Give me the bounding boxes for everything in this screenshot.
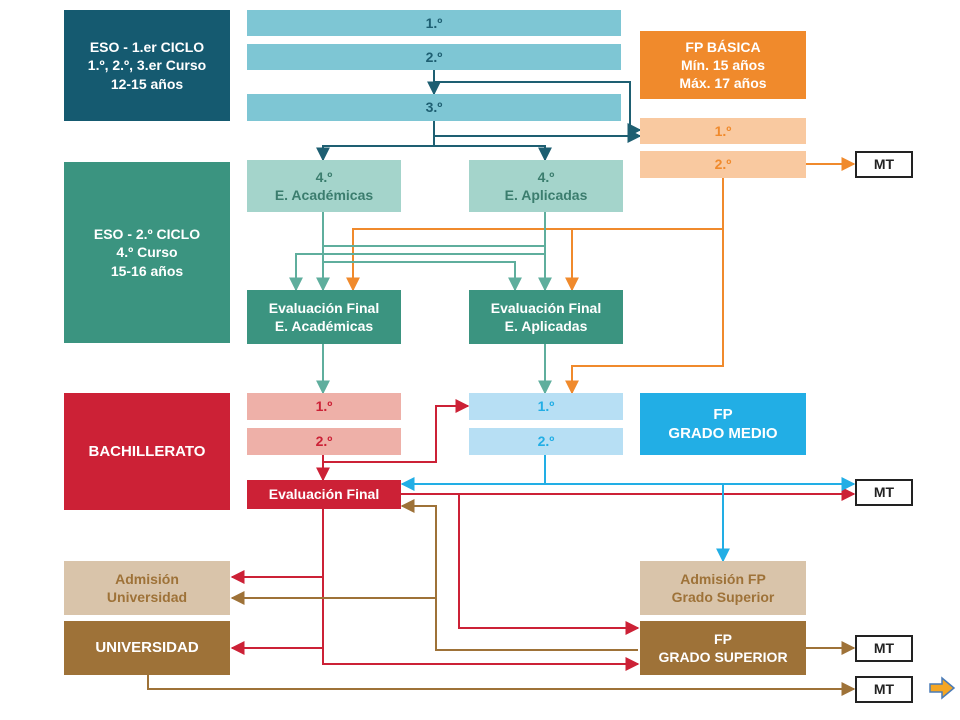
bachillerato-title: BACHILLERATO [88,442,206,460]
arrow-fpgm2-to-mt [544,455,856,491]
universidad-box: UNIVERSIDAD [64,621,230,675]
universidad-title: UNIVERSIDAD [95,639,199,657]
arrow-eso3-to-4acad [316,136,435,162]
mt-label: MT [873,640,895,657]
fp-grado-medio-year-1-box: 1.º [469,393,623,420]
arrow-4acad-cross [323,261,522,292]
mt-box-bachillerato: MT [855,479,913,506]
eso-year-3-box: 3.º [247,94,621,121]
fp-basica-year-2-box: 2.º [640,151,806,178]
arrow-bach2-to-fpgm1 [323,399,470,463]
bachillerato-year-1-box: 1.º [247,393,401,420]
arrow-bach-eval-to-adm-univ [230,509,324,584]
fp-basica-year-1-label: 1.º [714,122,732,139]
eso-first-cycle-box: ESO - 1.er CICLO 1.º, 2.º, 3.er Curso 12… [64,10,230,121]
eso-year-1-label: 1.º [425,14,443,31]
fp-basica-box: FP BÁSICA Mín. 15 años Máx. 17 años [640,31,806,99]
admision-universidad-line1: Admisión [115,570,179,587]
admision-fp-grado-superior-line1: Admisión FP [680,570,766,587]
fp-basica-title: FP BÁSICA [685,38,761,55]
arrow-bach-to-univ [230,577,324,655]
arrow-univ-to-mt [147,675,856,696]
eso-year-1-box: 1.º [247,10,621,36]
eval-final-academicas-box: Evaluación Final E. Académicas [247,290,401,344]
bachillerato-box: BACHILLERATO [64,393,230,510]
bachillerato-year-2-label: 2.º [315,433,333,450]
arrow-eso3-to-4apl [434,145,552,162]
eso-first-cycle-courses: 1.º, 2.º, 3.er Curso [87,57,207,74]
eval-final-aplicadas-title: Evaluación Final [490,299,602,316]
fp-grado-medio-year-2-box: 2.º [469,428,623,455]
arrow-fpb2-to-fpgm1 [565,229,724,395]
arrow-fpgs-to-adm-univ [400,499,638,651]
eso-4-aplicadas-label: E. Aplicadas [504,187,588,203]
eval-final-academicas-title: Evaluación Final [268,299,380,316]
arrow-right-icon[interactable] [928,676,956,700]
eval-final-aplicadas-label: E. Aplicadas [504,318,588,334]
bachillerato-year-1-label: 1.º [315,398,333,415]
mt-box-fp-basica: MT [855,151,913,178]
mt-box-fp-grado-superior: MT [855,635,913,662]
bachillerato-eval-final-box: Evaluación Final [247,480,401,509]
eso-4-academicas-year: 4.º [315,168,333,185]
bachillerato-eval-final-label: Evaluación Final [268,486,380,503]
fp-basica-year-1-box: 1.º [640,118,806,144]
fp-basica-year-2-label: 2.º [714,156,732,173]
eso-year-2-label: 2.º [425,48,443,65]
eso-4-academicas-box: 4.º E. Académicas [247,160,401,212]
eso-second-cycle-box: ESO - 2.º CICLO 4.º Curso 15-16 años [64,162,230,343]
eso-second-cycle-course: 4.º Curso [116,244,178,261]
admision-fp-grado-superior-line2: Grado Superior [671,589,775,605]
mt-box-universidad: MT [855,676,913,703]
bachillerato-year-2-box: 2.º [247,428,401,455]
fp-grado-superior-subtitle: GRADO SUPERIOR [658,649,788,665]
eval-final-aplicadas-box: Evaluación Final E. Aplicadas [469,290,623,344]
fp-basica-max-age: Máx. 17 años [679,75,767,92]
fp-grado-medio-year-2-label: 2.º [537,433,555,450]
admision-universidad-box: Admisión Universidad [64,561,230,615]
arrow-4apl-to-eval-acad [289,212,546,292]
admision-universidad-line2: Universidad [106,589,188,605]
fp-grado-medio-year-1-label: 1.º [537,398,555,415]
arrow-bach-eval-to-fpgs [458,494,640,635]
eso-4-aplicadas-year: 4.º [537,168,555,185]
fp-grado-medio-box: FP GRADO MEDIO [640,393,806,455]
mt-label: MT [873,484,895,501]
arrow-eso3-to-fpb1 [433,121,642,143]
eso-year-3-label: 3.º [425,99,443,116]
arrow-4acad-to-eval-apl [323,245,552,292]
fp-grado-medio-title: FP [713,405,733,423]
eso-second-cycle-ages: 15-16 años [110,262,184,279]
arrow-fpb2-to-eval-acad [346,178,724,292]
eso-first-cycle-ages: 12-15 años [110,75,184,92]
eso-4-aplicadas-box: 4.º E. Aplicadas [469,160,623,212]
mt-label: MT [873,681,895,698]
arrow-bach-to-fpgs-bottom [322,648,640,671]
fp-grado-superior-box: FP GRADO SUPERIOR [640,621,806,675]
eso-first-cycle-title: ESO - 1.er CICLO [89,39,205,56]
eval-final-academicas-label: E. Académicas [274,318,374,334]
eso-4-academicas-label: E. Académicas [274,187,374,203]
eso-second-cycle-title: ESO - 2.º CICLO [93,226,201,243]
fp-grado-superior-title: FP [714,630,732,647]
fp-basica-min-age: Mín. 15 años [680,56,766,73]
eso-year-2-box: 2.º [247,44,621,70]
mt-label: MT [873,156,895,173]
admision-fp-grado-superior-box: Admisión FP Grado Superior [640,561,806,615]
fp-grado-medio-subtitle: GRADO MEDIO [668,425,778,442]
